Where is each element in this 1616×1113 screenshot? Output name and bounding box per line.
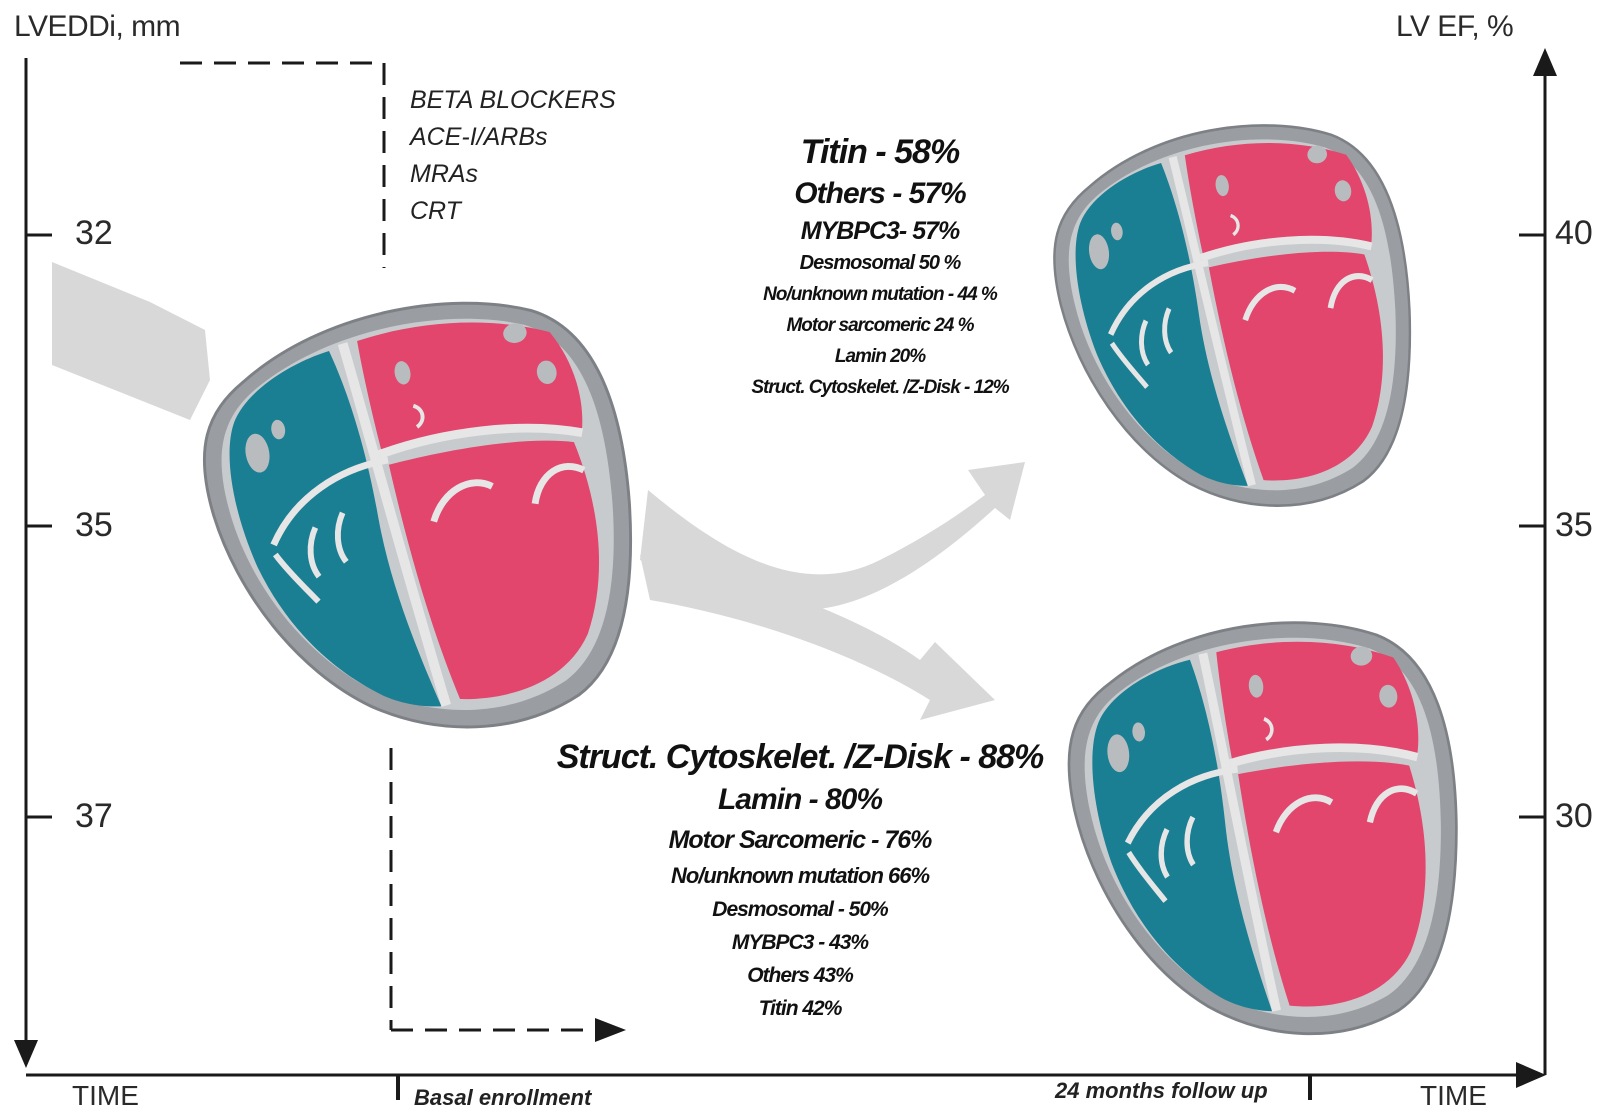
time-label-left: TIME (72, 1080, 139, 1112)
stat-line: Struct. Cytoskelet. /Z-Disk - 88% (530, 735, 1070, 779)
stat-line: Others - 57% (680, 174, 1080, 214)
time-label-right: TIME (1420, 1080, 1487, 1112)
baseline-heart-illustration (182, 276, 666, 768)
basal-enrollment-label: Basal enrollment (414, 1085, 591, 1111)
therapy-list: BETA BLOCKERS ACE-I/ARBs MRAs CRT (410, 82, 616, 230)
stat-line: Desmosomal 50 % (680, 248, 1080, 279)
stat-line: Others 43% (530, 959, 1070, 992)
left-axis (14, 58, 52, 1068)
stat-line: Titin 42% (530, 992, 1070, 1025)
worsened-group-stats: Struct. Cytoskelet. /Z-Disk - 88% Lamin … (530, 735, 1070, 1025)
worsened-heart-illustration (1056, 606, 1479, 1057)
stat-line: MYBPC3 - 43% (530, 926, 1070, 959)
left-tick-label: 37 (75, 797, 113, 836)
stat-line: Titin - 58% (680, 130, 1080, 174)
left-tick-label: 32 (75, 214, 113, 253)
right-tick-label: 30 (1555, 797, 1593, 836)
right-tick-label: 35 (1555, 506, 1593, 545)
stat-line: Struct. Cytoskelet. /Z-Disk - 12% (680, 372, 1080, 403)
therapy-item: ACE-I/ARBs (410, 119, 616, 156)
right-axis (1519, 48, 1557, 1075)
left-tick-label: 35 (75, 506, 113, 545)
right-tick-label: 40 (1555, 214, 1593, 253)
therapy-item: MRAs (410, 156, 616, 193)
followup-label: 24 months follow up (1055, 1078, 1268, 1104)
left-axis-label: LVEDDi, mm (14, 10, 180, 44)
improved-group-stats: Titin - 58% Others - 57% MYBPC3- 57% Des… (680, 130, 1080, 403)
stat-line: Motor sarcomeric 24 % (680, 310, 1080, 341)
stat-line: Lamin - 80% (530, 779, 1070, 821)
time-axis (26, 1062, 1546, 1100)
stat-line: Motor Sarcomeric - 76% (530, 821, 1070, 859)
therapy-item: CRT (410, 193, 616, 230)
stat-line: No/unknown mutation 66% (530, 859, 1070, 893)
stat-line: Lamin 20% (680, 341, 1080, 372)
improved-heart-illustration (1038, 106, 1436, 534)
right-axis-label: LV EF, % (1396, 10, 1513, 44)
therapy-item: BETA BLOCKERS (410, 82, 616, 119)
stat-line: No/unknown mutation - 44 % (680, 279, 1080, 310)
entry-arrow (52, 262, 210, 420)
stat-line: MYBPC3- 57% (680, 214, 1080, 248)
stat-line: Desmosomal - 50% (530, 893, 1070, 926)
